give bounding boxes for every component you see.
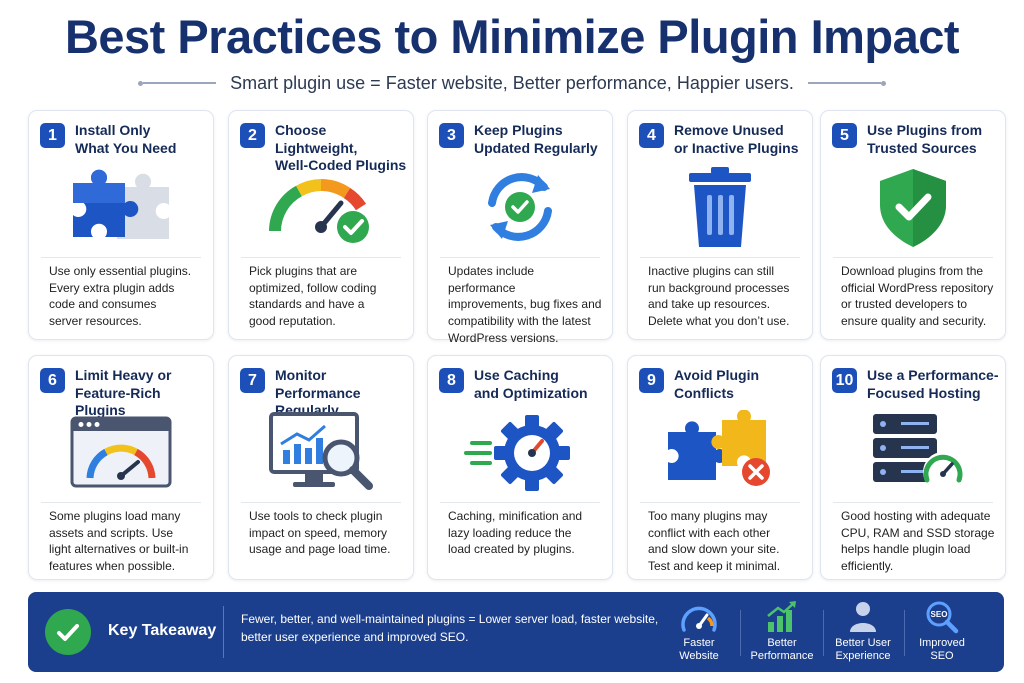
benefit-faster-website: Faster Website	[659, 600, 739, 666]
check-circle-icon	[45, 609, 91, 655]
page-subtitle: Smart plugin use = Faster website, Bette…	[230, 72, 794, 93]
benefit-label: Better Performance	[750, 637, 814, 662]
speedometer-icon	[659, 600, 739, 634]
shield-check-icon	[821, 163, 1005, 251]
card-keep-plugins-updated: 3 Keep Plugins Updated Regularly Updates…	[427, 110, 613, 345]
card-description: Use only essential plugins. Every extra …	[49, 264, 192, 329]
card-use-trusted-sources: 5 Use Plugins from Trusted Sources Downl…	[820, 110, 1006, 340]
card-description: Updates include performance improvements…	[448, 264, 602, 345]
card-divider	[833, 502, 993, 503]
card-title: Avoid Plugin Conflicts	[674, 367, 760, 401]
card-number-badge: 5	[832, 123, 857, 148]
benefit-improved-seo: SEO Improved SEO	[902, 600, 982, 666]
card-number-badge: 1	[40, 123, 65, 148]
card-divider	[41, 257, 201, 258]
card-install-only-what-you-need: 1 Install Only What You Need Use only es…	[28, 110, 214, 340]
card-number-badge: 7	[240, 368, 265, 393]
subtitle-left-rule	[138, 80, 217, 86]
card-number-badge: 4	[639, 123, 664, 148]
card-divider	[833, 257, 993, 258]
card-number-badge: 9	[639, 368, 664, 393]
card-title: Install Only What You Need	[75, 122, 177, 156]
card-title: Use Plugins from Trusted Sources	[867, 122, 983, 156]
card-description: Some plugins load many assets and script…	[49, 509, 189, 574]
card-number-badge: 3	[439, 123, 464, 148]
card-choose-lightweight-plugins: 2 Choose Lightweight, Well-Coded Plugins…	[228, 110, 414, 340]
card-title: Keep Plugins Updated Regularly	[474, 122, 598, 156]
card-description: Inactive plugins can still run backgroun…	[648, 264, 790, 329]
growth-chart-icon	[742, 600, 822, 634]
trash-icon	[628, 163, 812, 251]
monitor-analytics-icon	[229, 408, 413, 496]
divider	[823, 610, 824, 656]
browser-gauge-icon	[29, 408, 213, 496]
card-avoid-plugin-conflicts: 9 Avoid Plugin Conflicts Too many plugin…	[627, 355, 813, 580]
card-remove-unused-plugins: 4 Remove Unused or Inactive Plugins Inac…	[627, 110, 813, 340]
seo-search-icon: SEO	[902, 600, 982, 634]
key-takeaway-banner: Key Takeaway Fewer, better, and well-mai…	[28, 592, 1004, 672]
card-title: Remove Unused or Inactive Plugins	[674, 122, 799, 156]
card-title: Use Caching and Optimization	[474, 367, 588, 401]
card-divider	[640, 502, 800, 503]
card-divider	[241, 502, 401, 503]
refresh-check-icon	[428, 163, 612, 251]
benefit-better-user-experience: Better User Experience	[823, 600, 903, 666]
card-divider	[440, 502, 600, 503]
card-monitor-performance: 7 Monitor Performance Regularly Use tool…	[228, 355, 414, 580]
subtitle-right-rule	[807, 80, 886, 86]
card-number-badge: 6	[40, 368, 65, 393]
card-description: Pick plugins that are optimized, follow …	[249, 264, 377, 329]
card-title: Choose Lightweight, Well-Coded Plugins	[275, 122, 407, 173]
card-title: Limit Heavy or Feature-Rich Plugins	[75, 367, 172, 418]
card-number-badge: 2	[240, 123, 265, 148]
puzzle-conflict-icon	[628, 408, 812, 496]
card-divider	[640, 257, 800, 258]
card-limit-heavy-plugins: 6 Limit Heavy or Feature-Rich Plugins So…	[28, 355, 214, 580]
svg-text:SEO: SEO	[931, 610, 948, 619]
card-number-badge: 10	[832, 368, 857, 393]
card-description: Good hosting with adequate CPU, RAM and …	[841, 509, 995, 574]
card-divider	[440, 257, 600, 258]
card-title: Use a Performance- Focused Hosting	[867, 367, 999, 401]
benefit-label: Better User Experience	[835, 637, 891, 662]
card-use-caching: 8 Use Caching and Optimization	[427, 355, 613, 580]
card-description: Use tools to check plugin impact on spee…	[249, 509, 391, 557]
key-takeaway-title: Key Takeaway	[108, 622, 217, 639]
benefit-better-performance: Better Performance	[742, 600, 822, 666]
card-divider	[41, 502, 201, 503]
card-description: Download plugins from the official WordP…	[841, 264, 994, 329]
card-performance-hosting: 10 Use a Performance- Focused Hosting Go…	[820, 355, 1006, 580]
card-number-badge: 8	[439, 368, 464, 393]
benefit-label: Faster Website	[679, 637, 719, 662]
page-title: Best Practices to Minimize Plugin Impact	[64, 10, 960, 63]
puzzle-pieces-icon	[29, 163, 213, 251]
divider	[223, 606, 224, 658]
server-gauge-icon	[821, 408, 1005, 496]
divider	[740, 610, 741, 656]
benefit-label: Improved SEO	[919, 637, 965, 662]
card-description: Caching, minification and lazy loading r…	[448, 509, 583, 557]
subtitle-row: Smart plugin use = Faster website, Bette…	[0, 70, 1024, 96]
key-takeaway-text: Fewer, better, and well-maintained plugi…	[241, 612, 659, 644]
divider	[904, 610, 905, 656]
card-description: Too many plugins may conflict with each …	[648, 509, 781, 574]
user-icon	[823, 600, 903, 634]
card-divider	[241, 257, 401, 258]
gear-speed-icon	[428, 408, 612, 496]
speed-gauge-check-icon	[229, 163, 413, 251]
